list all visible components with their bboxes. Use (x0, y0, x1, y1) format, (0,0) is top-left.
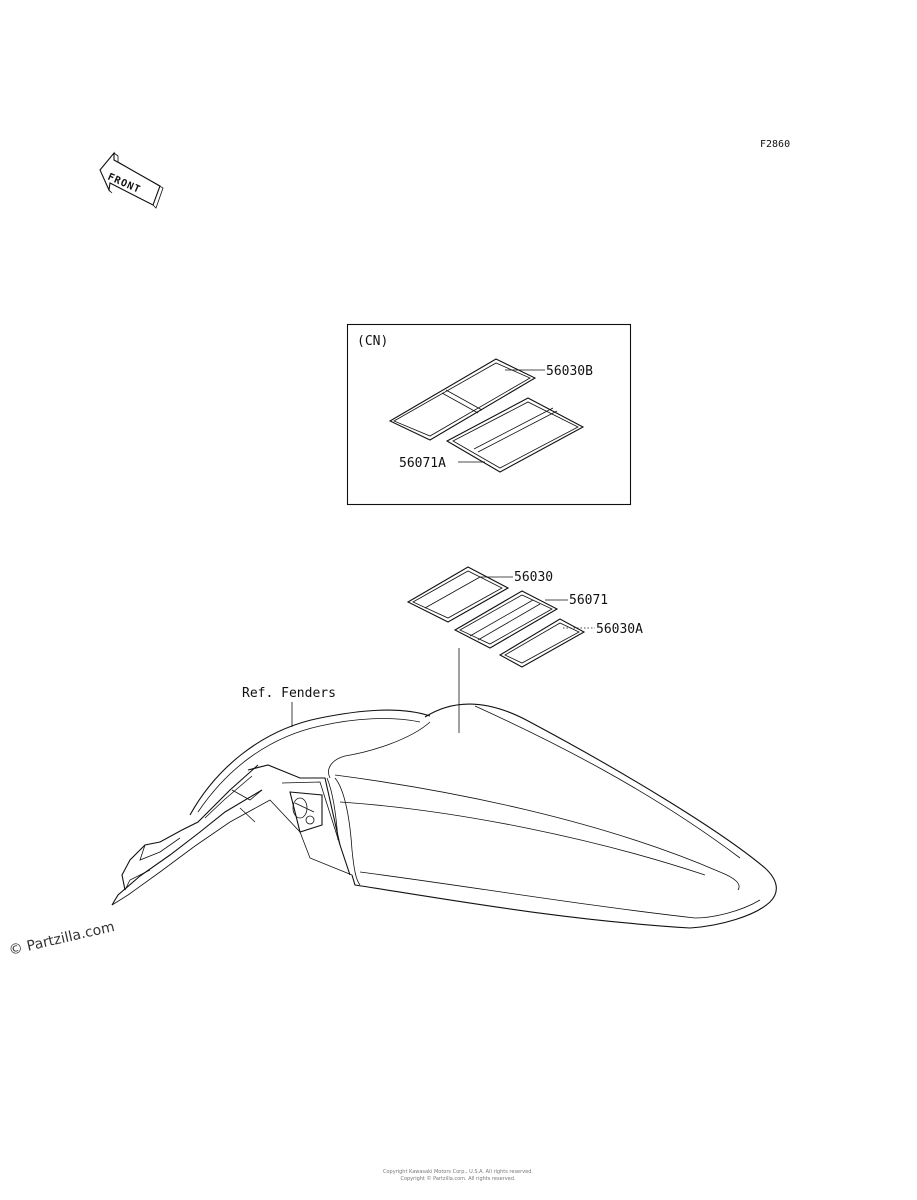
part-number-56030: 56030 (514, 570, 553, 585)
part-number-56030b: 56030B (546, 364, 593, 379)
sticker-56030a (498, 618, 586, 668)
footer-line-1: Copyright Kawasaki Motors Corp., U.S.A. … (383, 1169, 533, 1175)
sticker-56071a (445, 397, 585, 473)
front-direction-arrow-icon: FRONT (99, 151, 164, 209)
sticker-56030b (388, 358, 537, 441)
inset-region-label: (CN) (357, 334, 388, 349)
inset-box-cn: (CN) 56030B 56071A (346, 323, 632, 506)
figure-code: F2860 (760, 139, 790, 150)
part-number-56071a: 56071A (399, 456, 446, 471)
rear-fender-drawing (111, 703, 777, 929)
sticker-56030 (406, 566, 510, 623)
watermark-text: © Partzilla.com (7, 919, 116, 959)
reference-label: Ref. Fenders (242, 686, 336, 701)
footer-line-2: Copyright © Partzilla.com. All rights re… (400, 1175, 515, 1182)
part-number-56071: 56071 (569, 593, 608, 608)
sticker-56071 (453, 590, 559, 649)
part-number-56030a: 56030A (596, 622, 643, 637)
